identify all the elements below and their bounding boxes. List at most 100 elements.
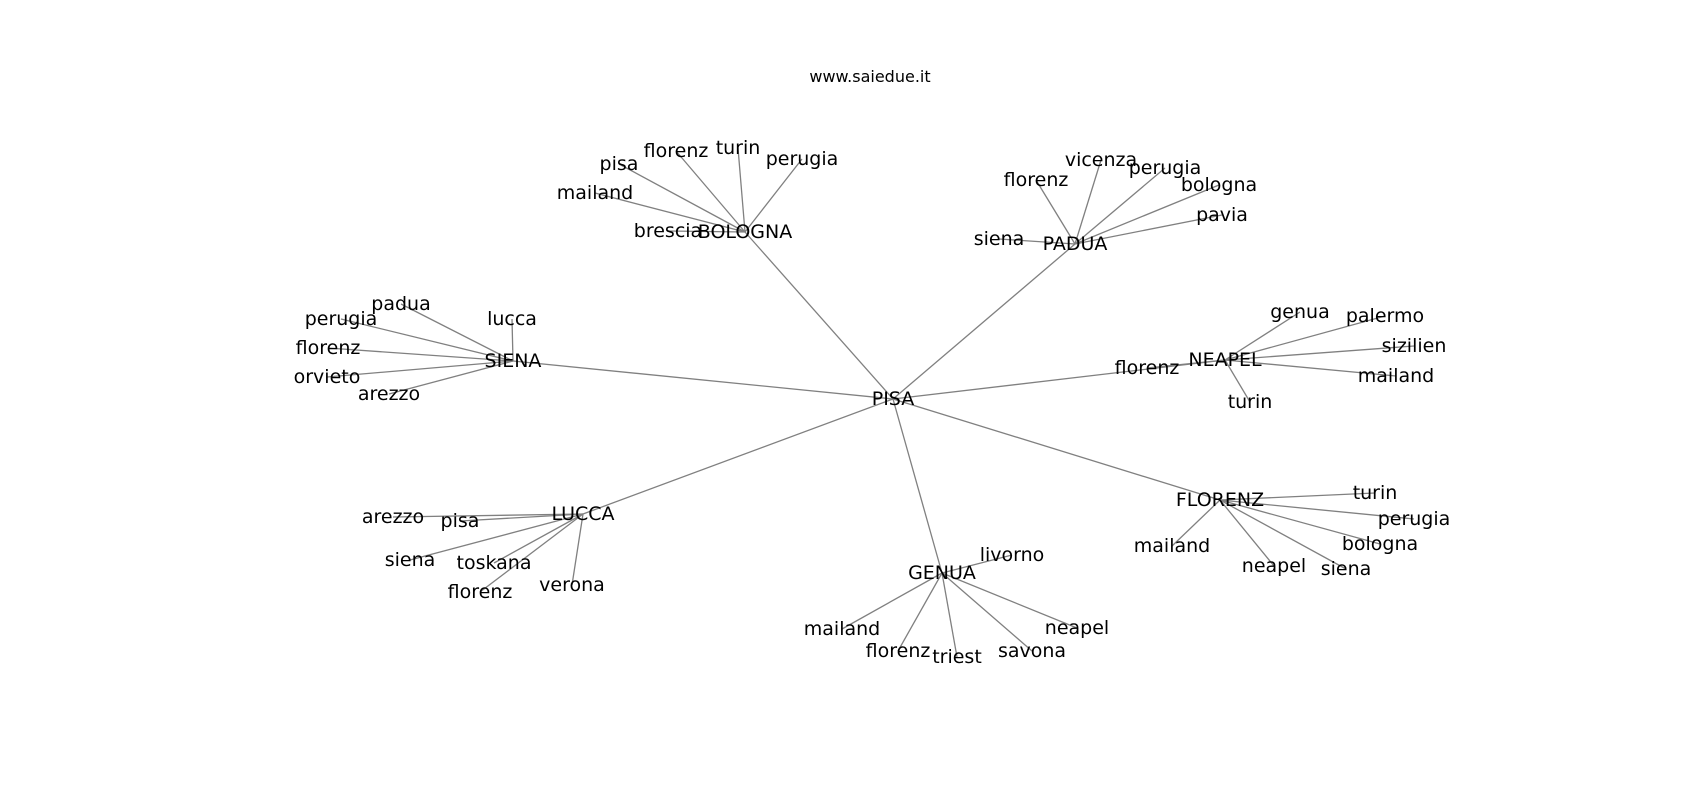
edge-padua-vicenza <box>1074 159 1102 245</box>
edge-siena-orvieto <box>326 360 514 378</box>
edge-bologna-florenz <box>675 150 746 233</box>
node-leaf-neapel-sizilien: sizilien <box>1382 335 1447 357</box>
edge-siena-padua <box>400 303 514 362</box>
edge-genua-neapel <box>941 572 1078 629</box>
edge-padua-florenz <box>1035 179 1076 245</box>
edge-siena-lucca <box>511 318 514 362</box>
node-leaf-neapel-florenz: florenz <box>1115 357 1180 379</box>
node-leaf-lucca-siena: siena <box>385 549 436 571</box>
chart-title: www.saiedue.it <box>809 67 930 86</box>
node-leaf-padua-vicenza: vicenza <box>1065 149 1137 171</box>
node-leaf-bologna-florenz: florenz <box>644 140 709 162</box>
node-leaf-siena-florenz: florenz <box>296 337 361 359</box>
node-leaf-siena-perugia: perugia <box>305 308 378 330</box>
edge-lucca-siena <box>409 513 584 561</box>
node-leaf-bologna-pisa: pisa <box>600 153 639 175</box>
node-hub-padua: PADUA <box>1043 233 1108 255</box>
edge-siena-perugia <box>340 318 514 362</box>
node-leaf-florenz-turin: turin <box>1353 482 1398 504</box>
edge-genua-savona <box>941 572 1033 652</box>
node-leaf-lucca-arezzo: arezzo <box>362 506 424 528</box>
node-leaf-bologna-turin: turin <box>716 137 761 159</box>
node-leaf-neapel-palermo: palermo <box>1346 305 1424 327</box>
edge-bologna-brescia <box>667 230 746 233</box>
node-leaf-lucca-verona: verona <box>539 574 605 596</box>
edge-neapel-palermo <box>1224 315 1386 361</box>
edge-bologna-mailand <box>594 192 746 233</box>
node-leaf-florenz-mailand: mailand <box>1134 535 1210 557</box>
node-leaf-lucca-toskana: toskana <box>457 552 532 574</box>
node-leaf-padua-pavia: pavia <box>1196 204 1248 226</box>
edge-siena-arezzo <box>388 360 514 395</box>
node-leaf-padua-perugia: perugia <box>1129 157 1202 179</box>
edge-neapel-turin <box>1224 359 1251 403</box>
edge-neapel-genua <box>1224 311 1301 361</box>
node-leaf-bologna-brescia: brescia <box>634 220 702 242</box>
node-hub-florenz: FLORENZ <box>1176 489 1264 511</box>
edge-siena-florenz <box>327 347 514 362</box>
edge-genua-florenz <box>897 572 943 652</box>
edge-florenz-perugia <box>1219 499 1415 520</box>
node-leaf-genua-livorno: livorno <box>980 544 1045 566</box>
node-leaf-lucca-pisa: pisa <box>441 510 480 532</box>
node-leaf-genua-triest: triest <box>932 646 982 668</box>
edge-padua-bologna <box>1074 184 1220 245</box>
edge-root-siena <box>512 360 894 400</box>
edge-root-genua <box>892 398 943 574</box>
node-leaf-genua-mailand: mailand <box>804 618 880 640</box>
edge-genua-livorno <box>941 554 1013 574</box>
node-leaf-padua-bologna: bologna <box>1181 174 1257 196</box>
edge-bologna-turin <box>737 147 746 233</box>
node-hub-neapel: NEAPEL <box>1188 349 1262 371</box>
edge-root-lucca <box>582 398 894 515</box>
node-hub-lucca: LUCCA <box>551 503 614 525</box>
node-leaf-padua-siena: siena <box>974 228 1025 250</box>
node-leaf-siena-arezzo: arezzo <box>358 383 420 405</box>
edge-genua-mailand <box>841 572 943 630</box>
edge-neapel-sizilien <box>1224 345 1415 361</box>
node-leaf-bologna-perugia: perugia <box>766 148 839 170</box>
node-leaf-florenz-perugia: perugia <box>1378 508 1451 530</box>
edge-root-florenz <box>892 398 1221 501</box>
edges-layer <box>326 147 1415 658</box>
node-leaf-siena-padua: padua <box>371 293 430 315</box>
node-leaf-neapel-turin: turin <box>1228 391 1273 413</box>
edge-bologna-perugia <box>744 158 803 233</box>
edge-lucca-verona <box>571 513 584 586</box>
edge-florenz-siena <box>1219 499 1347 570</box>
node-leaf-florenz-neapel: neapel <box>1242 555 1306 577</box>
edge-lucca-pisa <box>459 513 584 522</box>
node-hub-bologna: BOLOGNA <box>698 221 792 243</box>
node-leaf-florenz-bologna: bologna <box>1342 533 1418 555</box>
node-leaf-bologna-mailand: mailand <box>557 182 633 204</box>
node-leaf-neapel-genua: genua <box>1270 301 1329 323</box>
edge-lucca-toskana <box>493 513 584 564</box>
edge-genua-triest <box>941 572 958 658</box>
node-leaf-florenz-siena: siena <box>1321 558 1372 580</box>
edge-florenz-turin <box>1219 492 1376 501</box>
edge-bologna-pisa <box>618 163 746 233</box>
edge-florenz-bologna <box>1219 499 1381 545</box>
edge-lucca-arezzo <box>392 513 584 518</box>
edge-lucca-florenz <box>479 513 584 593</box>
node-leaf-siena-orvieto: orvieto <box>294 366 361 388</box>
node-leaf-genua-florenz: florenz <box>866 640 931 662</box>
edge-florenz-neapel <box>1219 499 1275 567</box>
edge-florenz-mailand <box>1171 499 1221 547</box>
node-leaf-lucca-florenz: florenz <box>448 581 513 603</box>
edge-neapel-mailand <box>1224 359 1397 377</box>
node-hub-genua: GENUA <box>908 562 976 584</box>
node-leaf-genua-savona: savona <box>998 640 1066 662</box>
edge-root-bologna <box>744 231 894 400</box>
edge-padua-perugia <box>1074 167 1166 245</box>
edge-padua-pavia <box>1074 214 1223 245</box>
node-leaf-genua-neapel: neapel <box>1045 617 1109 639</box>
node-root: PISA <box>872 388 914 410</box>
edge-padua-siena <box>998 238 1076 245</box>
edge-root-neapel <box>892 359 1226 400</box>
node-leaf-siena-lucca: lucca <box>487 308 537 330</box>
edge-neapel-florenz <box>1146 359 1226 369</box>
node-leaf-neapel-mailand: mailand <box>1358 365 1434 387</box>
